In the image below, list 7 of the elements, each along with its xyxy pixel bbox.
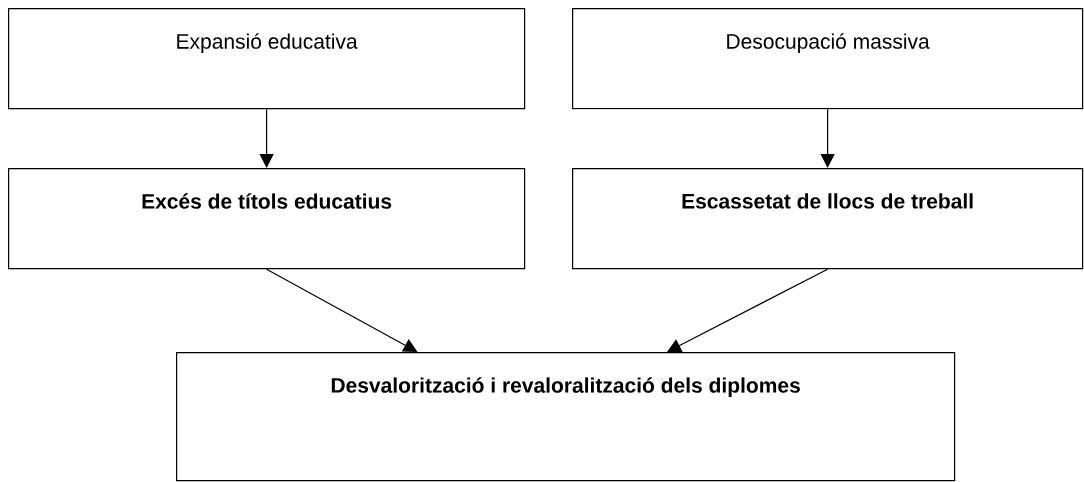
arrow bbox=[259, 108, 274, 168]
box: Desvalorització i revaloralització dels diplomes bbox=[176, 352, 956, 482]
box: Excés de títols educatius bbox=[8, 168, 526, 270]
box: Expansió educativa bbox=[8, 8, 526, 110]
arrow bbox=[820, 108, 835, 168]
box: Escassetat de llocs de treball bbox=[572, 168, 1084, 270]
box: Desocupació massiva bbox=[572, 8, 1084, 110]
